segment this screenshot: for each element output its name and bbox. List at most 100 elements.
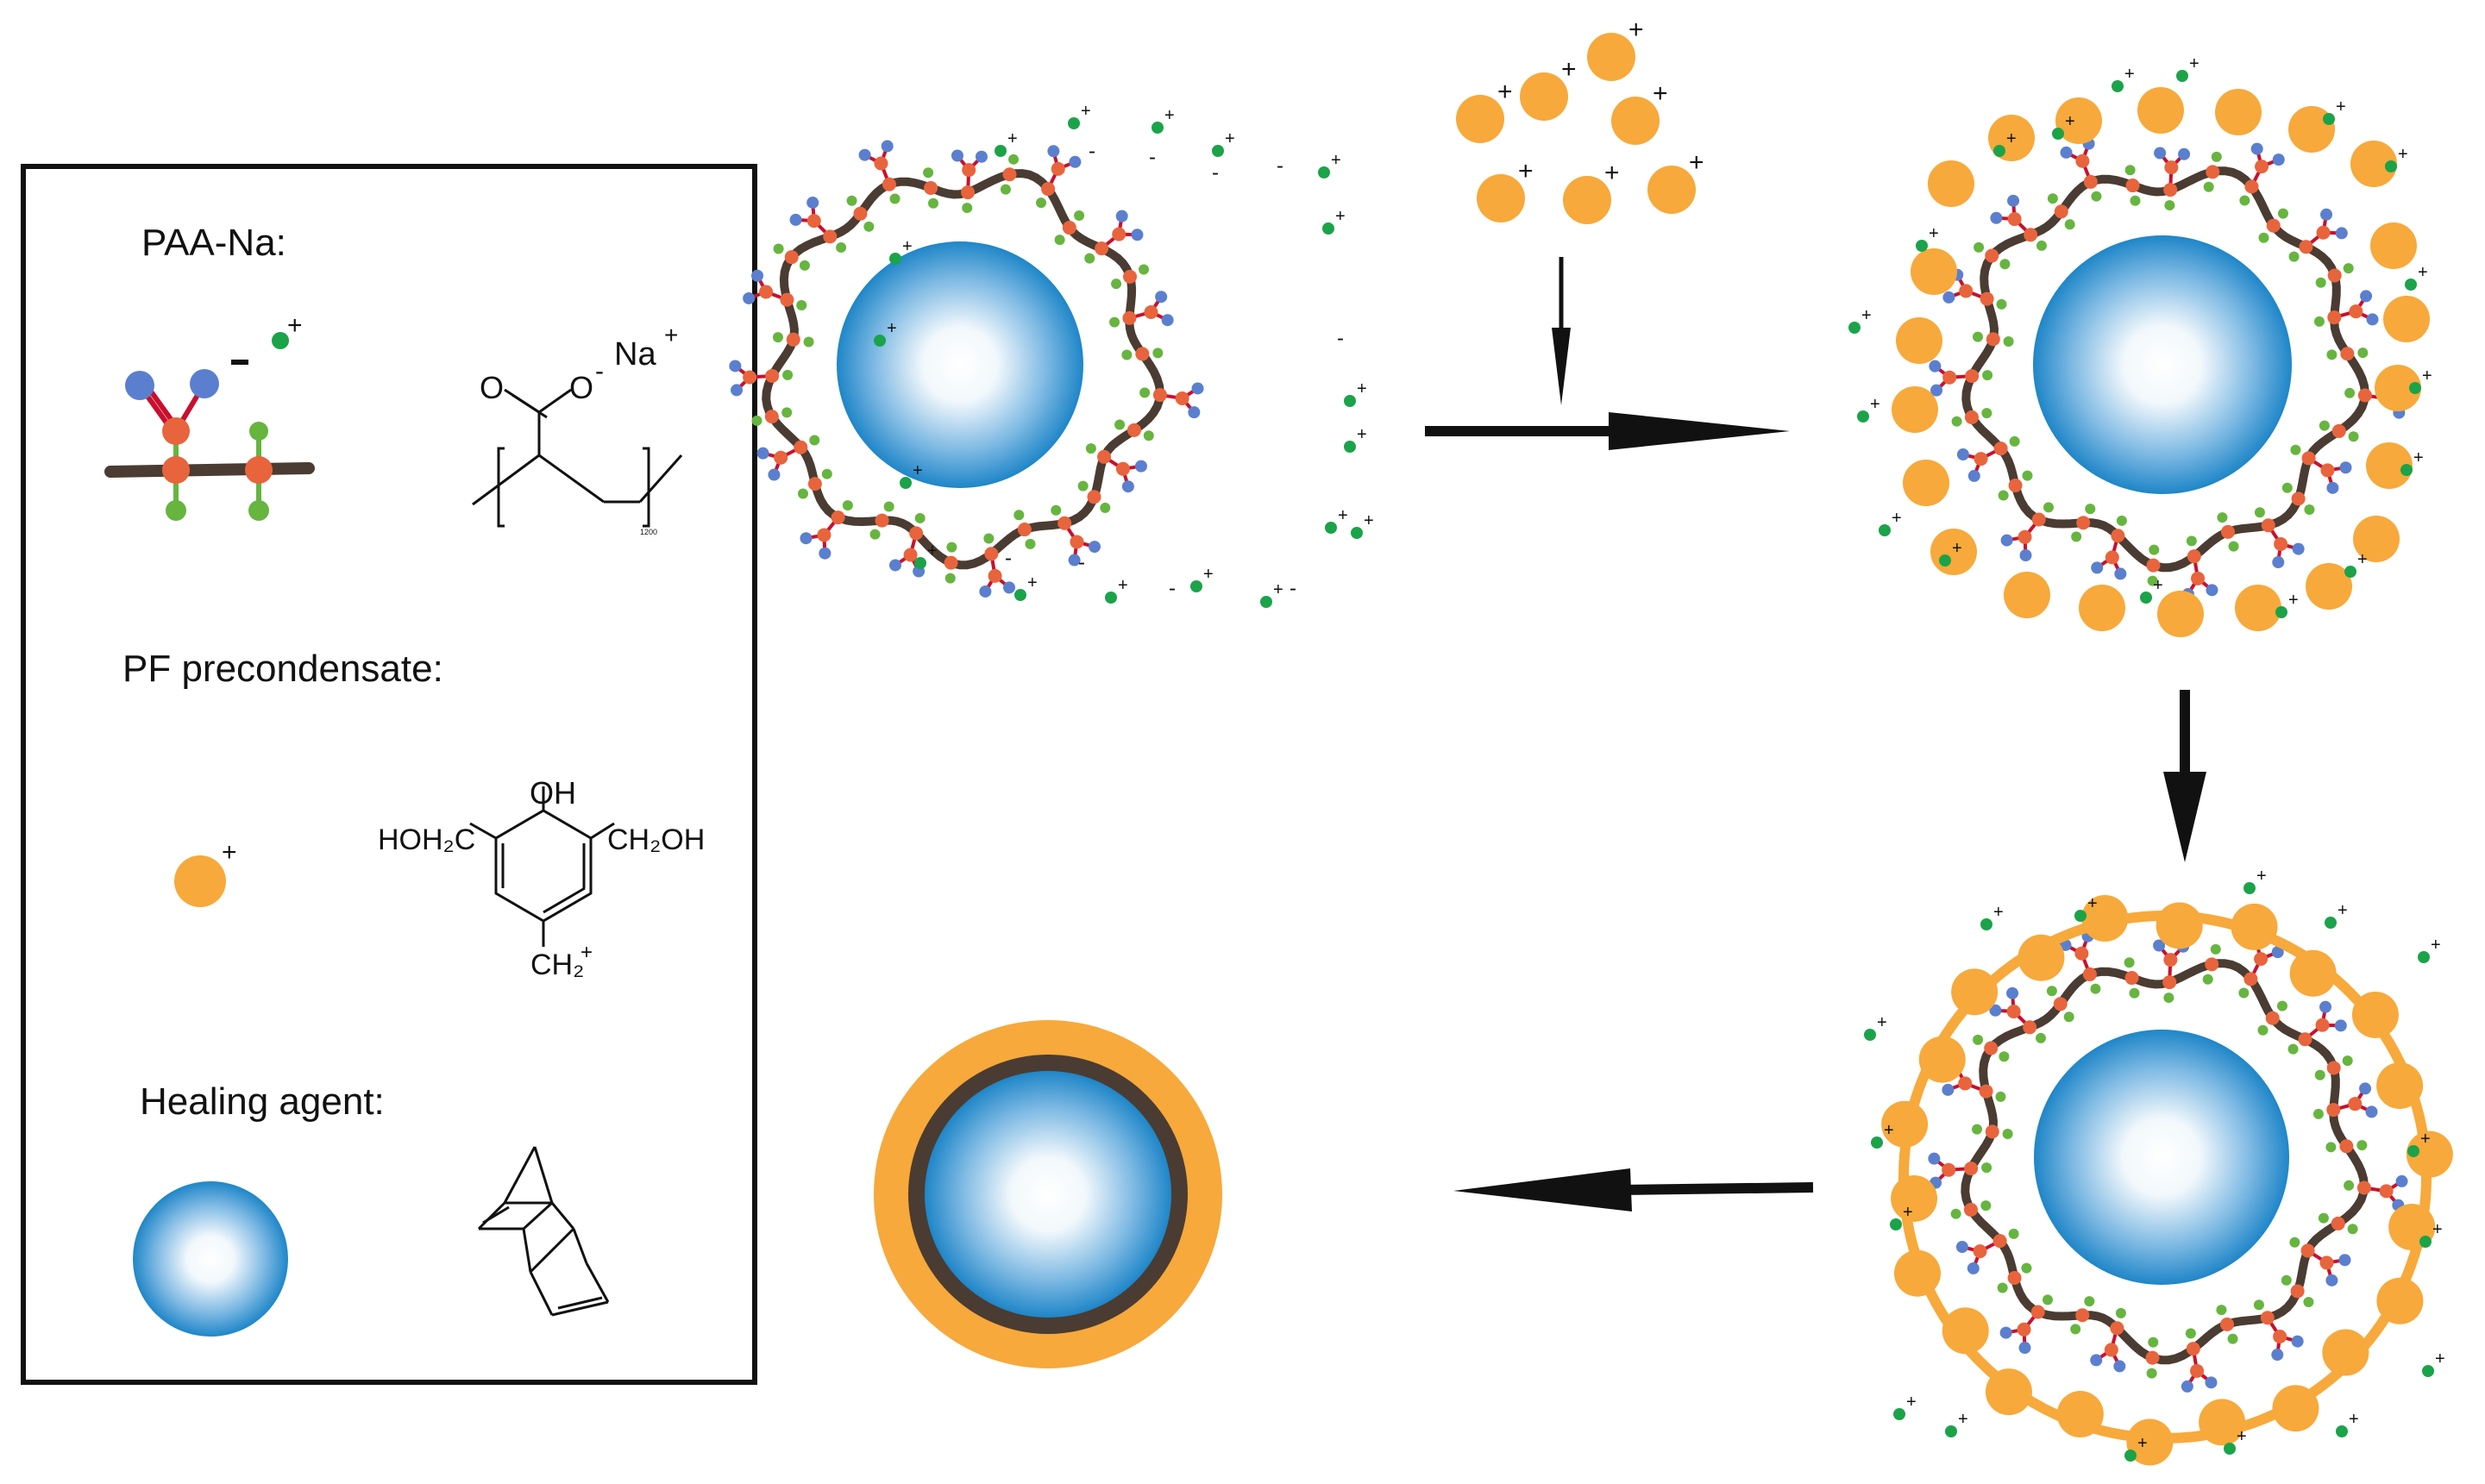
oxygen-atom [2359, 1082, 2372, 1095]
oxygen-atom [1134, 460, 1147, 473]
pf-bead [2157, 591, 2204, 637]
hydrogen-atom [2326, 349, 2338, 360]
carbon-node [1984, 1041, 1999, 1055]
carbon-node [874, 156, 888, 171]
carbon-node [2220, 524, 2235, 539]
sodium-ion [900, 477, 912, 489]
hydrogen-atom [2070, 1324, 2081, 1335]
ion-charge: + [2256, 867, 2267, 886]
hydrogen-atom [2343, 263, 2354, 274]
pf-bead [2366, 442, 2413, 489]
hydrogen-atom [2319, 420, 2330, 431]
carbon-node [2008, 479, 2023, 493]
hydrogen-atom [2277, 208, 2288, 219]
bead-charge: + [1604, 159, 1620, 187]
ion-charge: + [2357, 550, 2368, 569]
carbon-node [2357, 388, 2372, 403]
carbon-node [2348, 1097, 2363, 1111]
pf-bead [2156, 902, 2203, 949]
sodium-ion [1322, 222, 1334, 235]
pf-bead [2375, 365, 2421, 411]
ion-charge: + [1007, 129, 1018, 148]
carbon-node [831, 510, 845, 525]
ion-charge: + [2137, 1434, 2148, 1453]
carbon-node [1002, 167, 1017, 182]
carbon-node [1112, 227, 1126, 241]
free-sodium-ions: ++++++++++++++++++--------- [874, 102, 1374, 608]
pf-bead [2231, 903, 2278, 950]
pf-bead [1881, 1100, 1929, 1148]
sodium-ion [1014, 589, 1026, 601]
oxygen-atom [2326, 481, 2339, 494]
ion-charge: + [927, 542, 938, 560]
hydrogen-atom [2071, 531, 2082, 542]
hydrogen-atom [2085, 504, 2096, 515]
pf-bead-legend [174, 855, 226, 907]
bead-charge: + [1518, 157, 1534, 185]
hydrogen-atom [1111, 279, 1122, 290]
carbon-node [817, 528, 831, 542]
carbon-node [2356, 1180, 2371, 1195]
hydrogen-atom [2314, 1069, 2325, 1080]
carbon-node [2299, 240, 2313, 254]
oxygen-atom [1929, 360, 1942, 373]
oxygen-atom [1942, 291, 1955, 304]
pf-bead [2383, 296, 2430, 342]
hydrogen-atom [836, 242, 847, 254]
carbon-node [882, 177, 896, 191]
polymer-chain [1961, 959, 2369, 1365]
oxygen-atom [2360, 290, 2373, 303]
carbon-node [2243, 972, 2258, 986]
sodium-ion [1890, 1218, 1902, 1230]
hydrogen-atom [2009, 435, 2020, 447]
paa-na-charge: + [664, 322, 678, 348]
sodium-ion [1980, 918, 1992, 930]
carbon-node [2124, 971, 2139, 986]
pf-bead [1647, 166, 1696, 214]
pf-bead-charge: + [222, 838, 237, 867]
carbon-node [2146, 558, 2161, 573]
carbon-node [924, 181, 938, 196]
carbon-node [1115, 461, 1130, 476]
oxygen-atom [751, 269, 764, 282]
carbon-node [765, 368, 780, 383]
sodium-ion [2409, 382, 2421, 394]
sodium-ion [1344, 441, 1356, 453]
sodium-ion [995, 145, 1007, 157]
hydrogen-atom [1143, 430, 1154, 441]
carbon-node [1973, 1244, 1987, 1259]
hydrogen-atom [2124, 165, 2136, 176]
healing-agent-core [925, 1071, 1171, 1318]
pf-bead [2406, 1130, 2453, 1178]
hydrogen-atom [944, 573, 956, 584]
carbon-node [1979, 1084, 1993, 1099]
carbon-node [2291, 492, 2306, 506]
hydrogen-atom [2063, 1011, 2074, 1023]
hydrogen-atom [2002, 1129, 2013, 1140]
hydrogen-atom [1981, 408, 1992, 419]
hydrogen-atom [2239, 195, 2250, 206]
ion-charge: + [1952, 539, 1962, 558]
carbon-node [2274, 536, 2288, 551]
carbon-node [2082, 967, 2097, 981]
carbon-node [2206, 165, 2220, 179]
hydrogen-atom [2210, 943, 2221, 955]
hydrogen-atom [1152, 348, 1164, 359]
paa-structure [472, 388, 683, 528]
sodium-ion [2385, 160, 2397, 172]
carbon-node [1985, 1124, 1999, 1139]
hydrogen-atom [1139, 387, 1151, 398]
hydrogen-atom [2046, 986, 2057, 997]
hydrogen-atom [2304, 504, 2315, 516]
hydrogen-atom [2315, 277, 2326, 288]
hydrogen-atom [1100, 502, 1111, 513]
oxygen-atom [2205, 1376, 2218, 1389]
carbon-node [806, 214, 821, 229]
oxygen-atom [1999, 1326, 2012, 1339]
hydrogen-atom [2164, 200, 2175, 211]
polymer-chain [762, 169, 1165, 570]
ion-charge: + [2422, 366, 2432, 385]
sodium-ion [1344, 395, 1356, 407]
pf-bead [2376, 1277, 2424, 1324]
hydrogen-atom [166, 500, 186, 521]
